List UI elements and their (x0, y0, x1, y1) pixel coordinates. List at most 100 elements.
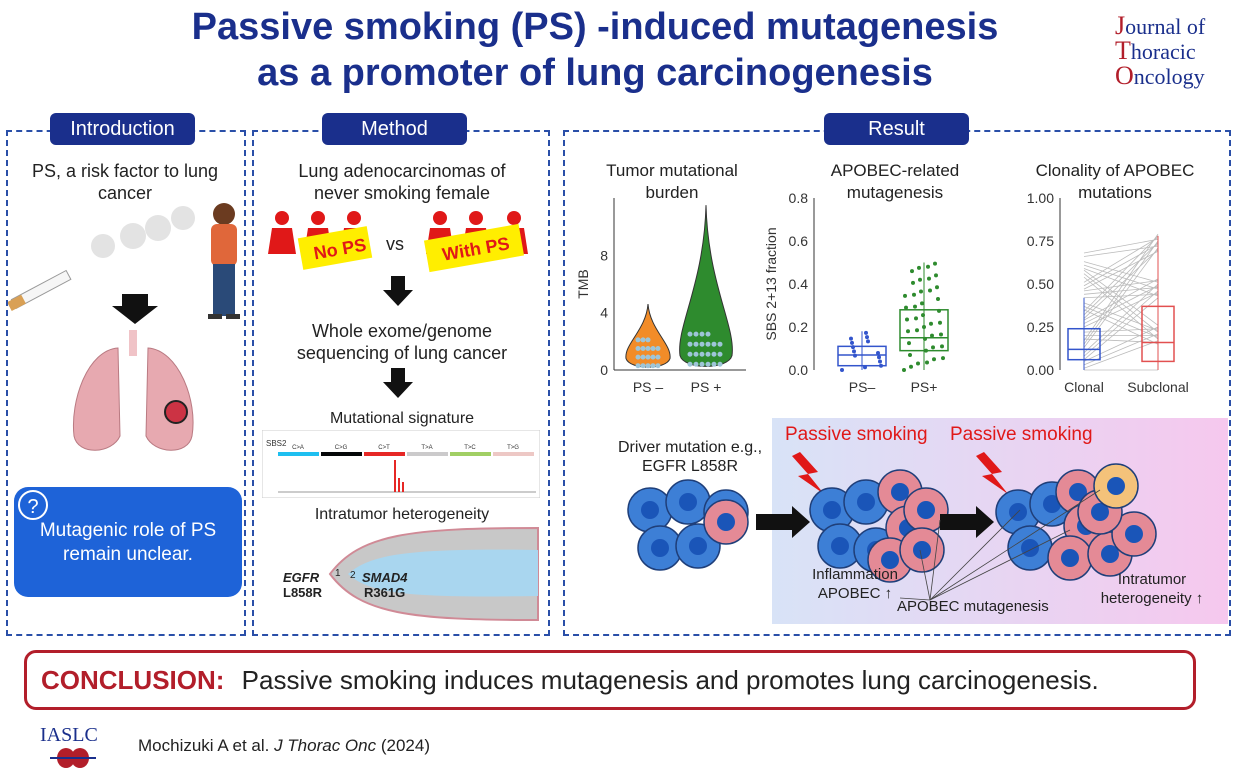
clonality-tick-label: 0.00 (1027, 362, 1054, 378)
signature-title: Mutational signature (329, 410, 475, 427)
title-line-2: as a promoter of lung carcinogenesis (257, 52, 933, 94)
signature-band (364, 452, 405, 456)
tmb-point (687, 341, 693, 347)
mutated-cell-nucleus (917, 501, 935, 519)
tmb-point (635, 337, 641, 343)
apobec-point (863, 365, 867, 370)
unclear-callout: Mutagenic role of PS remain unclear. (14, 487, 242, 597)
signature-bar (394, 460, 396, 492)
apobec-point (876, 350, 880, 355)
signature-band (278, 452, 319, 456)
title-line-1: Passive smoking (PS) -induced mutagenesi… (191, 6, 999, 48)
signature-category-label: T>G (507, 445, 519, 451)
tmb-category-label: PS – (633, 379, 664, 395)
cohort-text: Lung adenocarcinomas of never smoking fe… (298, 161, 506, 203)
mutagenesis-pointer (919, 549, 931, 601)
sequencing-text: Whole exome/genome sequencing of lung ca… (296, 321, 508, 363)
mutagenesis-pointer (929, 519, 941, 601)
apobec-point (864, 330, 868, 335)
tmb-point (650, 346, 656, 351)
tmb-point (650, 363, 656, 369)
tmb-point (645, 337, 651, 343)
mutated-cell-nucleus (891, 483, 909, 501)
subclone-cell-nucleus (1107, 477, 1125, 495)
cohort-illustration (268, 211, 528, 273)
clonality-pair-line (1083, 290, 1159, 357)
conclusion-label: CONCLUSION: (41, 665, 225, 695)
mutagenesis-pointer (899, 597, 931, 601)
journal-cap-t: T (1115, 36, 1131, 65)
journal-cap-j: J (1115, 11, 1126, 40)
tmb-point (711, 341, 717, 347)
clonality-pair-line (1083, 235, 1159, 312)
apobec-point (924, 348, 928, 353)
clonality-pair-line (1083, 305, 1159, 338)
clonality-pair-line (1083, 247, 1159, 348)
signature-category-label: C>G (335, 445, 348, 451)
clonality-pair-line (1083, 264, 1159, 290)
clonality-tick-label: 0.75 (1027, 233, 1054, 249)
apobec-point (928, 288, 932, 293)
arrow-right-1-icon (756, 506, 810, 538)
apobec-point (932, 357, 936, 362)
apobec-point (852, 349, 856, 354)
signature-bar (402, 482, 404, 492)
tmb-point (705, 351, 711, 357)
tab-introduction: Introduction (50, 113, 195, 145)
lightning-1-icon (792, 452, 824, 494)
tmb-point (717, 351, 723, 357)
apobec-point (941, 356, 945, 361)
clonality-pair-line (1083, 244, 1159, 287)
tmb-point (655, 363, 661, 369)
clonality-pair-line (1083, 292, 1159, 328)
lightning-2-icon (976, 452, 1008, 494)
apobec-point (851, 345, 855, 350)
tmb-tick-label: 8 (600, 247, 608, 263)
tmb-point (699, 331, 705, 337)
apobec-point (919, 289, 923, 294)
apobec-point (916, 361, 920, 366)
apobec-point (879, 363, 883, 368)
tmb-point (705, 331, 711, 337)
clonality-pair-line (1083, 261, 1159, 283)
apobec-point (915, 328, 919, 333)
apobec-point (934, 273, 938, 278)
apobec-point (939, 332, 943, 337)
clonality-tick-label: 1.00 (1027, 190, 1054, 206)
smoking-illustration (8, 203, 240, 451)
citation: Mochizuki A et al. J Thorac Onc (2024) (138, 736, 430, 756)
mutated-cell-nucleus (1125, 525, 1143, 543)
tmb-point (645, 363, 651, 369)
smad4-mutation-label: R361G (364, 585, 406, 600)
tmb-title: Tumor mutational burden (606, 161, 738, 202)
clonality-pair-line (1083, 285, 1159, 324)
signature-category-label: T>C (464, 445, 476, 451)
tmb-point (635, 346, 641, 351)
clonality-tick-label: 0.25 (1027, 319, 1054, 335)
clonality-pair-line (1083, 287, 1159, 295)
apobec-point (937, 308, 941, 313)
clonality-pair-line (1083, 283, 1159, 354)
iaslc-logo: IASLC (40, 724, 98, 746)
tmb-point (711, 351, 717, 357)
tmb-point (687, 361, 693, 367)
apobec-point (936, 297, 940, 302)
risk-factor-text: PS, a risk factor to lung cancer (31, 161, 219, 203)
fishplot (328, 526, 539, 622)
tmb-point (645, 346, 651, 351)
apobec-point (910, 269, 914, 274)
tmb-category-label: PS + (691, 379, 722, 395)
apobec-point (840, 368, 844, 372)
clonality-tick-label: 0.50 (1027, 276, 1054, 292)
apobec-point (904, 305, 908, 310)
mutated-cell-nucleus (1091, 503, 1109, 521)
apobec-point (917, 265, 921, 270)
apobec-point (902, 368, 906, 372)
tmb-point (705, 361, 711, 367)
apobec-point (907, 341, 911, 346)
tmb-point (693, 351, 699, 357)
apobec-tick-label: 0.2 (789, 319, 809, 335)
egfr-label: EGFR (283, 570, 320, 585)
egfr-mutation-label: L858R (283, 585, 323, 600)
